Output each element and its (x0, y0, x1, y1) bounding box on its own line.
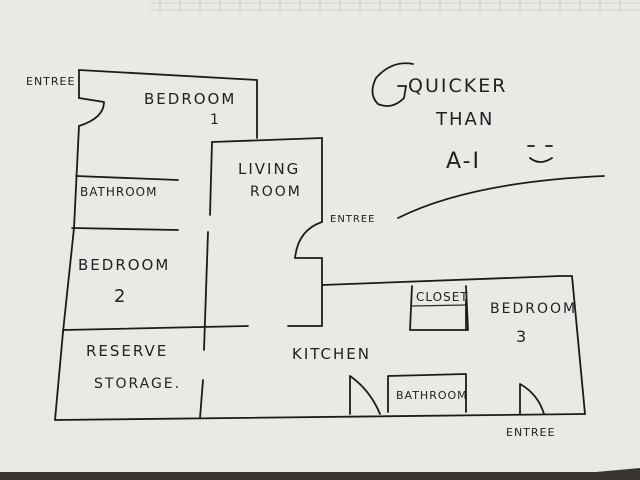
label-kitchen: KITCHEN (292, 345, 371, 363)
wall-living-left (209, 141, 213, 216)
bathroom-bottom-box (387, 373, 467, 413)
note-underline-stroke (397, 175, 605, 219)
wall-bottom-outer (54, 413, 586, 421)
note-than: THAN (435, 109, 494, 130)
wall-bed1-bath-divider (75, 175, 179, 181)
smiley-face-icon (527, 145, 553, 163)
walls (54, 69, 586, 421)
graph-paper-strip (150, 0, 640, 12)
label-reserve: RESERVE (86, 342, 168, 360)
wall-left-outer-lower (54, 331, 64, 421)
note-quicker: QUICKER (408, 75, 507, 97)
wall-bed2-storage-divider (62, 325, 249, 331)
wall-interior-left-divider (203, 231, 209, 351)
wall-bedroom1-top (78, 69, 258, 139)
label-entree-top-left: ENTREE (26, 75, 75, 88)
note-ai: A-I (446, 149, 481, 174)
label-bathroom-bottom: BATHROOM (396, 389, 468, 402)
label-closet: CLOSET (416, 290, 469, 304)
label-bedroom3-number: 3 (516, 327, 528, 346)
door-bottom-right (519, 383, 545, 415)
handwritten-note: QUICKER THAN A-I (371, 62, 605, 219)
room-labels: ENTREE BEDROOM 1 LIVING ROOM ENTREE BATH… (26, 75, 577, 439)
label-storage: STORAGE. (94, 376, 181, 392)
wall-right-wing-top (321, 275, 573, 286)
label-bedroom2-number: 2 (114, 286, 127, 307)
door-kitchen (349, 375, 381, 415)
wall-bath-bed2-divider (71, 227, 179, 231)
wall-storage-kitchen-divider (199, 379, 204, 419)
label-living: LIVING (238, 160, 300, 178)
label-bedroom1-number: 1 (210, 112, 221, 128)
wall-living-top (211, 137, 323, 143)
closet-shelf (411, 304, 467, 307)
table-surface-bottom (0, 472, 640, 480)
wall-right-outer (571, 275, 586, 415)
label-room: ROOM (250, 184, 302, 200)
closet-outline (409, 285, 469, 331)
label-bedroom3: BEDROOM (490, 301, 577, 317)
door-living-room (294, 221, 323, 259)
doors (78, 97, 545, 415)
label-bedroom2: BEDROOM (78, 256, 170, 274)
label-entree-bottom-right: ENTREE (506, 426, 555, 439)
label-entree-middle: ENTREE (330, 214, 376, 225)
big-q-letter-icon (371, 62, 414, 107)
label-bathroom-left: BATHROOM (80, 185, 157, 199)
door-top-left (78, 97, 105, 127)
label-bedroom1: BEDROOM (144, 90, 236, 108)
